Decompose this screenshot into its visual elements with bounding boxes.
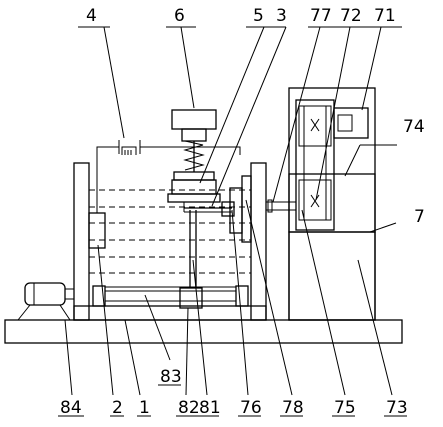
label-3: 3 [276, 6, 287, 26]
electrode-plate [88, 212, 106, 249]
label-72: 72 [340, 6, 362, 26]
label-74: 74 [403, 117, 425, 137]
label-4: 4 [86, 6, 97, 26]
pump [17, 282, 74, 321]
label-81: 81 [199, 398, 221, 418]
rod-assembly [179, 201, 235, 309]
inner-shaft-parts [229, 175, 296, 243]
actuator [167, 109, 221, 203]
label-71: 71 [374, 6, 396, 26]
part-labels: 4 6 5 3 77 72 71 74 7 83 84 2 1 82 81 76… [60, 6, 425, 418]
label-75: 75 [334, 398, 356, 418]
leader-lines [64, 26, 402, 396]
label-2: 2 [112, 398, 123, 418]
tray [92, 285, 249, 307]
label-1: 1 [139, 398, 150, 418]
base-plate [4, 319, 403, 344]
right-housing [288, 87, 376, 321]
label-78: 78 [282, 398, 304, 418]
label-82: 82 [178, 398, 200, 418]
label-underlines [58, 384, 407, 417]
liquid-lines [89, 189, 251, 274]
label-83: 83 [160, 367, 182, 387]
label-77: 77 [310, 6, 332, 26]
label-5: 5 [253, 6, 264, 26]
label-73: 73 [386, 398, 408, 418]
label-84: 84 [60, 398, 82, 418]
power-circuit [96, 140, 241, 213]
label-6: 6 [174, 6, 185, 26]
label-76: 76 [240, 398, 262, 418]
label-7: 7 [414, 207, 425, 227]
